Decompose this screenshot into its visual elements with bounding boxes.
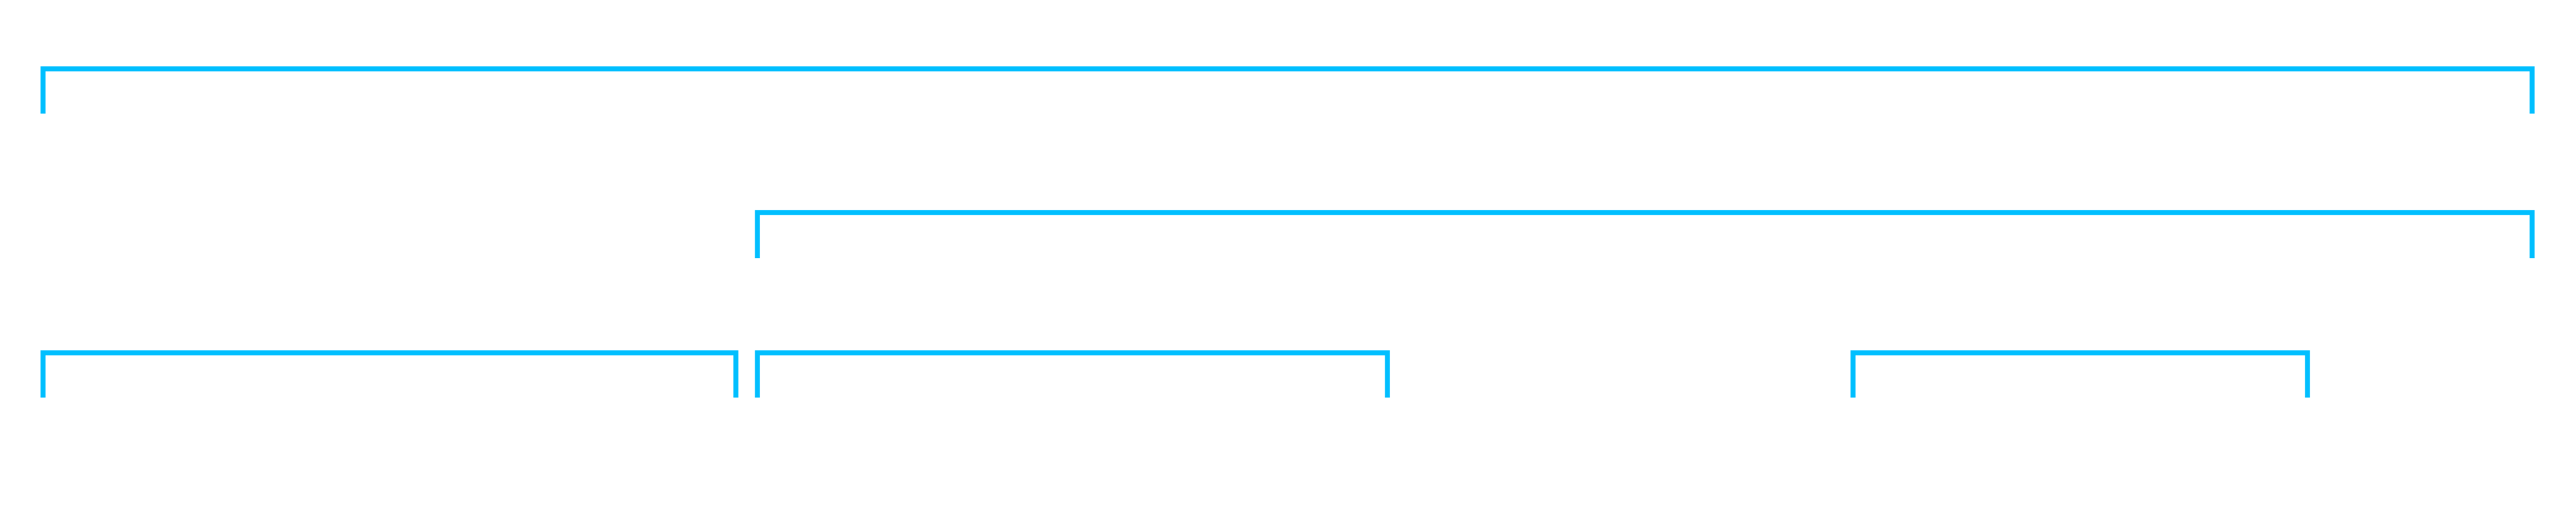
bracket-left [40,350,738,398]
bracket-middle [755,350,1390,398]
bracket-full-span [40,66,2535,114]
bracket-right-small [1850,350,2310,398]
bracket-right-main [755,210,2535,258]
